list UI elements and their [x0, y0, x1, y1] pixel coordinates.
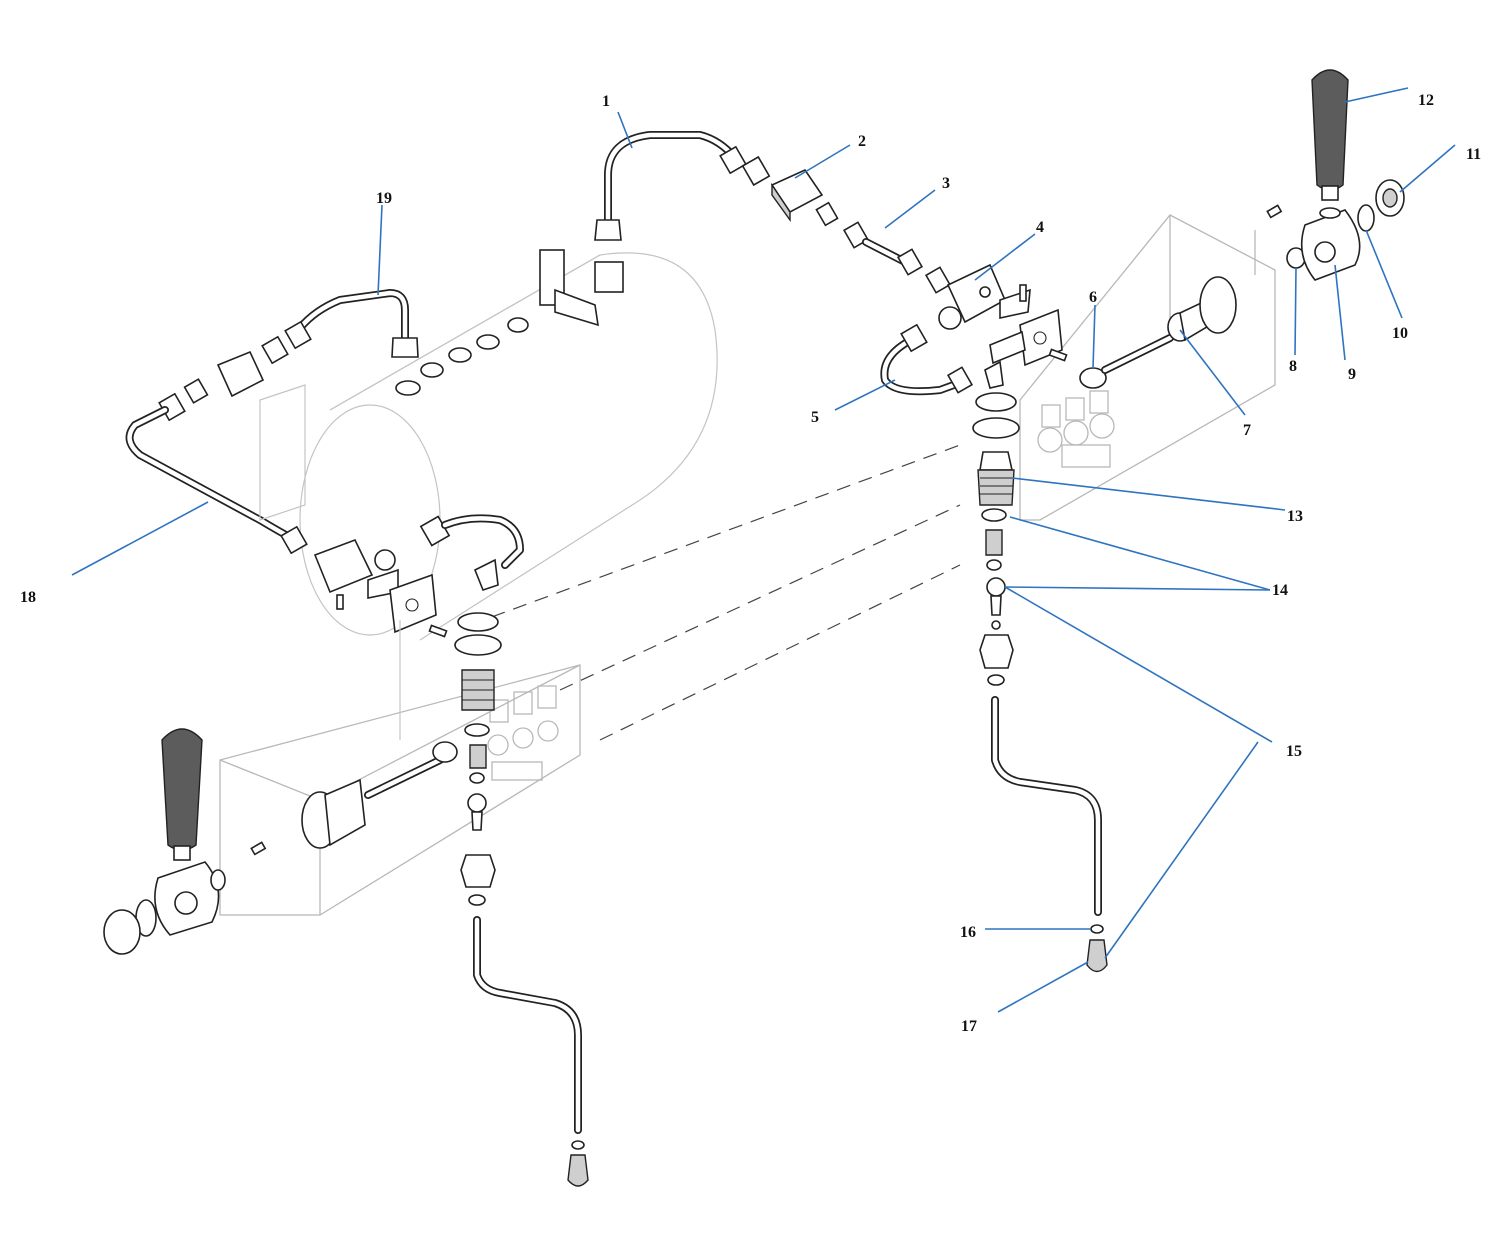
bushing-7: [1167, 276, 1237, 342]
callout-1: 1: [602, 93, 610, 110]
callout-16: 16: [960, 924, 976, 941]
leader-11: [1399, 144, 1456, 193]
pipe-19: [261, 289, 419, 365]
leader-10: [1365, 229, 1403, 319]
seals-stack-right: [972, 392, 1020, 439]
callout-11: 11: [1466, 146, 1481, 163]
leader-18: [71, 501, 209, 576]
callout-13: 13: [1287, 508, 1303, 525]
screw-right: [1266, 204, 1283, 219]
leader-15b: [1104, 741, 1259, 959]
pipe-left-short: [419, 514, 524, 591]
left-wand: [473, 916, 589, 1187]
leader-9: [1334, 264, 1346, 361]
wand-15: [991, 696, 1102, 916]
leader-1: [617, 111, 633, 149]
callout-7: 7: [1243, 422, 1251, 439]
callout-15: 15: [1286, 743, 1302, 760]
pipe-5: [880, 323, 1004, 396]
leader-2: [794, 144, 851, 179]
valve-2: [770, 168, 839, 227]
leader-14: [1009, 516, 1271, 591]
left-lever-assembly: [103, 728, 458, 955]
callout-9: 9: [1348, 366, 1356, 383]
callout-2: 2: [858, 133, 866, 150]
callout-17: 17: [961, 1018, 977, 1035]
lever-body-9: [1300, 207, 1361, 281]
leader-7: [1179, 329, 1246, 416]
cap-11: [1375, 179, 1405, 217]
valve-4: [924, 263, 1068, 367]
callout-6: 6: [1089, 289, 1097, 306]
oring-16: [1090, 924, 1104, 934]
ring-10: [1357, 204, 1375, 232]
leader-lines: [71, 87, 1456, 1013]
pipe-3: [842, 221, 924, 276]
spring-14: [981, 508, 1007, 571]
right-front-panel: [1019, 214, 1276, 521]
pipe-18: [125, 392, 308, 555]
callout-8: 8: [1289, 358, 1297, 375]
callout-10: 10: [1392, 325, 1408, 342]
boiler-fittings: [259, 249, 624, 740]
leader-15a: [1004, 586, 1273, 743]
leader-17: [997, 961, 1089, 1013]
valve-stem-6: [1079, 334, 1174, 389]
leader-6: [1092, 304, 1096, 369]
callout-4: 4: [1036, 219, 1044, 236]
callout-18: 18: [20, 589, 36, 606]
callout-19: 19: [376, 190, 392, 207]
callout-3: 3: [942, 175, 950, 192]
valve-left-upper: [183, 350, 265, 404]
valve-left-lower: [313, 538, 448, 638]
alignment-lines: [469, 444, 961, 741]
pipe-1: [594, 131, 771, 241]
callout-5: 5: [811, 409, 819, 426]
callout-12: 12: [1418, 92, 1434, 109]
leader-8: [1294, 267, 1297, 356]
tip-17: [1086, 939, 1108, 973]
leader-5: [834, 379, 896, 411]
leader-13: [1011, 477, 1286, 511]
handle-12: [1311, 69, 1349, 201]
nut-right: [979, 634, 1014, 686]
leader-3: [884, 189, 936, 229]
valve-body-13: [977, 451, 1015, 506]
left-valve-stack: [454, 612, 502, 906]
leader-4: [974, 233, 1036, 281]
ball-14: [986, 577, 1006, 630]
leader-12: [1344, 87, 1409, 103]
callout-14: 14: [1272, 582, 1288, 599]
leader-14b: [1004, 586, 1271, 591]
leader-19: [377, 204, 383, 296]
boiler-tank: [299, 252, 718, 641]
callout-labels: 1 2 3 4 5 6 7 8 9 10 11 12 13 14 15 16 1…: [20, 92, 1481, 1035]
